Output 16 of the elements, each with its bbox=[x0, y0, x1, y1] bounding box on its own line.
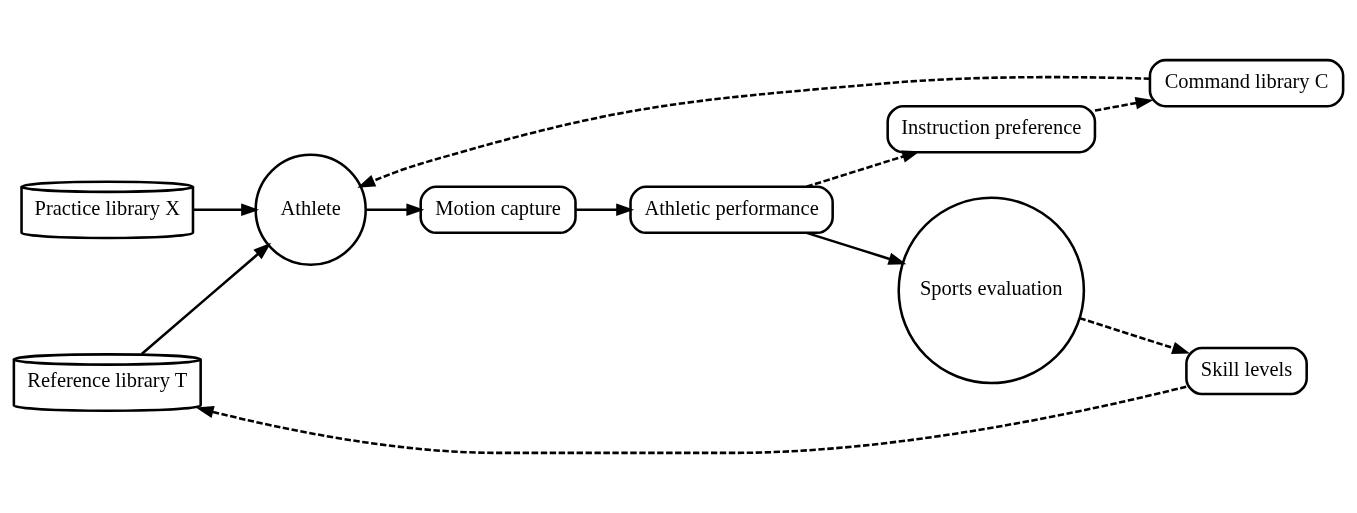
arrow bbox=[806, 150, 920, 188]
node-box: Athletic performance bbox=[629, 185, 834, 235]
arrow bbox=[1094, 96, 1154, 112]
arrow bbox=[365, 203, 425, 217]
arrow bbox=[1079, 316, 1191, 354]
node-circle: Sports evaluation bbox=[897, 196, 1086, 385]
node-box: Instruction preference bbox=[886, 104, 1097, 154]
node-box: Skill levels bbox=[1185, 346, 1308, 396]
arrow bbox=[575, 203, 635, 217]
arrow bbox=[357, 75, 1150, 188]
node-box: Motion capture bbox=[419, 185, 577, 235]
arrow bbox=[806, 231, 907, 265]
arrow bbox=[140, 242, 272, 355]
arrow bbox=[195, 385, 1187, 455]
node-box: Command library C bbox=[1148, 58, 1345, 108]
arrow bbox=[193, 203, 260, 217]
